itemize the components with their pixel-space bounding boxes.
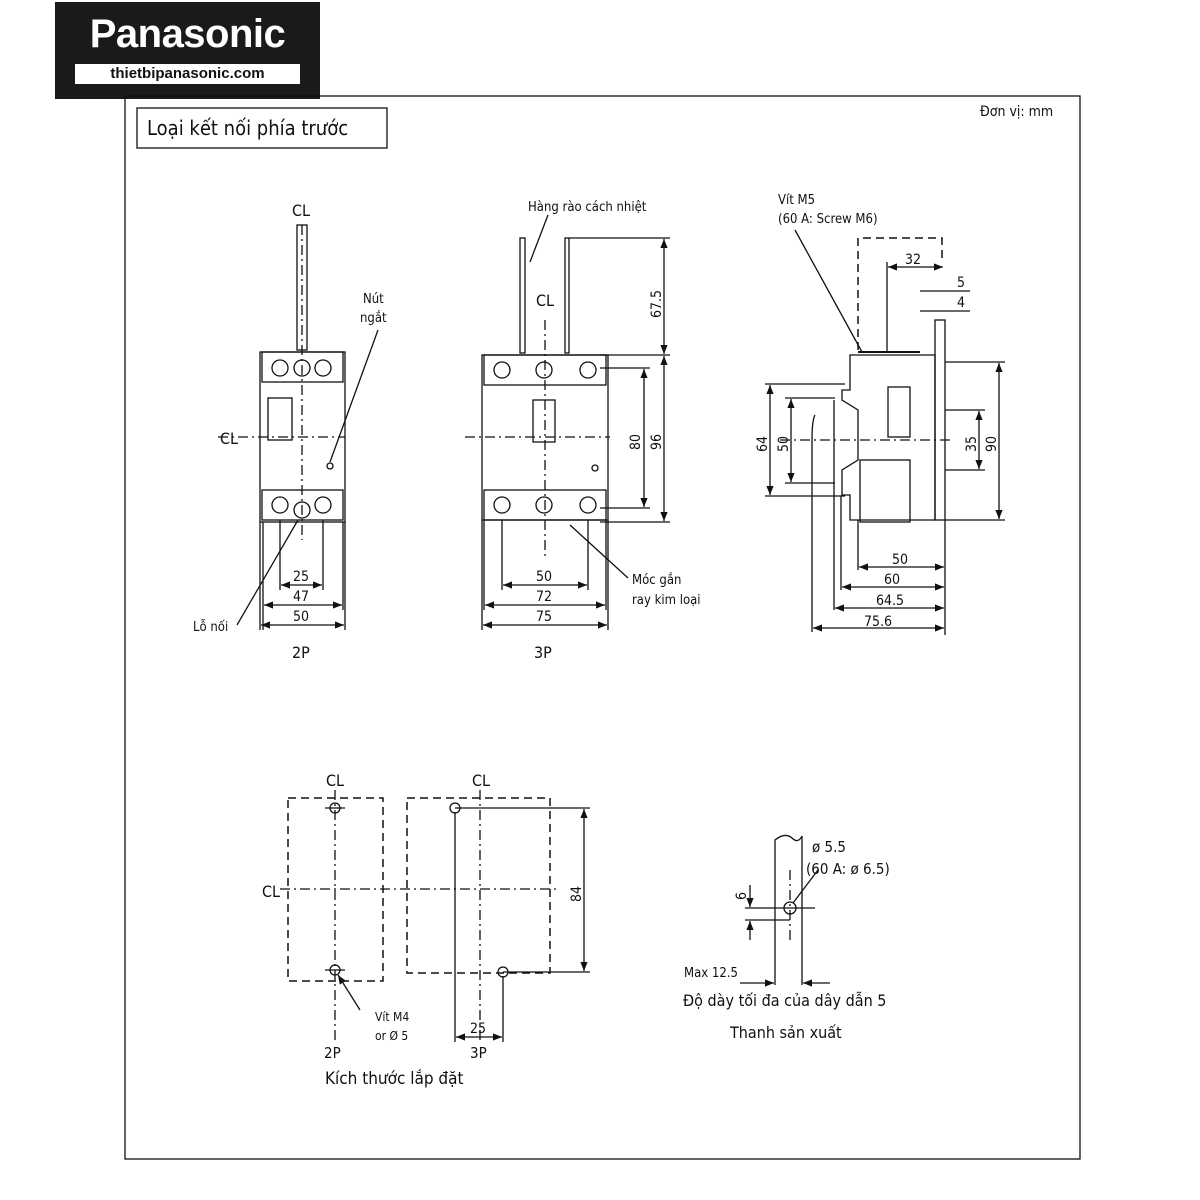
callout-hole: Lỗ nối	[193, 620, 228, 635]
callout-mount-screw-1: Vít M4	[375, 1010, 409, 1024]
busbar-caption: Thanh sản xuất	[729, 1023, 842, 1042]
dim-75-6: 75.6	[864, 614, 892, 630]
max-thickness: Max 12.5	[684, 966, 738, 981]
unit-label: Đơn vị: mm	[980, 104, 1053, 120]
mount-label-3p: 3P	[470, 1044, 487, 1062]
dim-96: 96	[649, 434, 665, 450]
panasonic-logo: Panasonic thietbipanasonic.com	[55, 2, 320, 99]
conductor-bar: 6 ø 5.5 (60 A: ø 6.5) Max 12.5 Độ dày tố…	[683, 834, 890, 1042]
centerline-2p-h: CL	[220, 429, 238, 448]
dim-64-5: 64.5	[876, 593, 904, 609]
hole-diameter-60a: (60 A: ø 6.5)	[806, 860, 890, 878]
hole-diameter: ø 5.5	[812, 838, 846, 856]
dim-72: 72	[536, 589, 552, 605]
callout-mount-screw-2: or Ø 5	[375, 1029, 408, 1043]
dim-64: 64	[755, 436, 771, 452]
dim-50-3p: 50	[536, 569, 552, 585]
dim-50-side: 50	[776, 436, 792, 452]
dim-5: 5	[957, 275, 965, 291]
callout-hook-1: Móc gắn	[632, 573, 681, 588]
drawing-frame	[124, 95, 1081, 1160]
drawing-title: Loại kết nối phía trước	[147, 116, 348, 140]
dim-25-mount: 25	[470, 1021, 486, 1037]
dim-67-5: 67.5	[649, 290, 665, 318]
conductor-caption: Độ dày tối đa của dây dẫn 5	[683, 991, 886, 1010]
label-2p: 2P	[292, 643, 310, 662]
callout-screw-1: Vít M5	[778, 193, 815, 208]
dim-25: 25	[293, 569, 309, 585]
mounting-dimensions: CL CL CL 84 25 Vít M4 or Ø 5 2P 3P Kích …	[262, 771, 590, 1089]
dim-75: 75	[536, 609, 552, 625]
centerline-mount-h: CL	[262, 882, 280, 901]
logo-brand: Panasonic	[89, 12, 286, 56]
front-view-3p: Hàng rào cách nhiệt CL 67.5 80 96 50 72 …	[465, 200, 701, 662]
dim-80: 80	[628, 434, 644, 450]
front-view-2p: CL CL Nút ngắt 25 47 50 Lỗ nối 2P	[193, 201, 387, 662]
dim-90: 90	[984, 436, 1000, 452]
callout-button-2: ngắt	[360, 311, 387, 326]
centerline-3p: CL	[536, 291, 554, 310]
callout-hook-2: ray kim loại	[632, 593, 701, 608]
title-box	[136, 107, 388, 149]
mounting-caption: Kích thước lắp đặt	[325, 1068, 464, 1089]
centerline-mount-3p: CL	[472, 771, 490, 790]
side-view: Vít M5 (60 A: Screw M6) 32 5 4 35 90 64 …	[755, 193, 1005, 635]
dim-4: 4	[957, 295, 965, 311]
dim-47: 47	[293, 589, 309, 605]
dim-6: 6	[734, 892, 750, 900]
centerline-2p: CL	[292, 201, 310, 220]
logo-website: thietbipanasonic.com	[75, 64, 300, 84]
dim-60: 60	[884, 572, 900, 588]
label-3p: 3P	[534, 643, 552, 662]
callout-button-1: Nút	[363, 292, 384, 307]
mount-label-2p: 2P	[324, 1044, 341, 1062]
dim-32: 32	[905, 252, 921, 268]
dim-50: 50	[293, 609, 309, 625]
callout-barrier: Hàng rào cách nhiệt	[528, 200, 647, 215]
dim-35: 35	[964, 436, 980, 452]
dim-50-depth: 50	[892, 552, 908, 568]
centerline-mount-2p: CL	[326, 771, 344, 790]
dim-84: 84	[569, 886, 585, 902]
callout-screw-2: (60 A: Screw M6)	[778, 212, 878, 227]
